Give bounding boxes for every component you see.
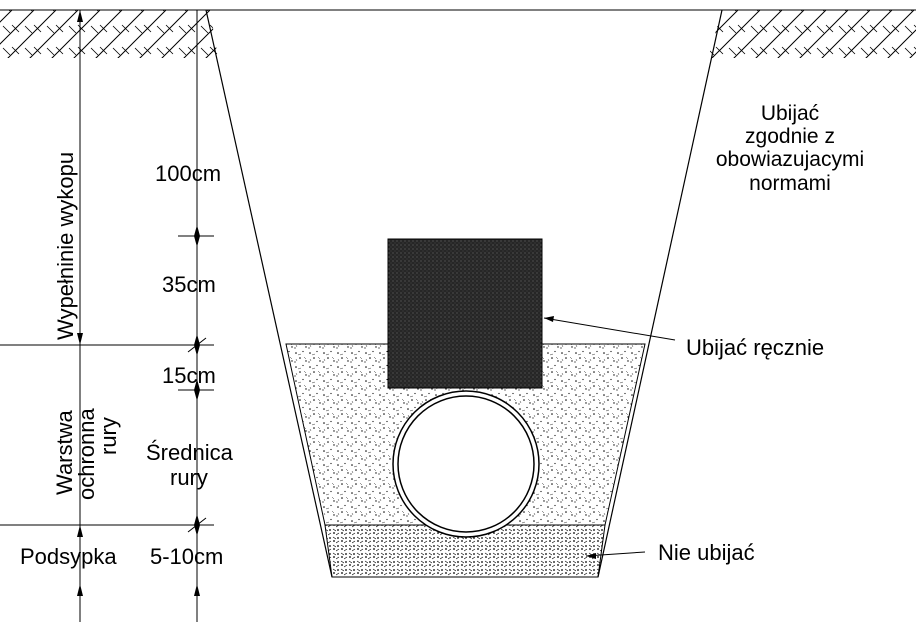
label-dim-35cm: 35cm [162,272,216,297]
leader-arrow-bedding [586,553,596,559]
label-compact-norms-4: normami [749,172,831,195]
trench-walls [205,9,723,578]
label-protective-layer-2: ochronna [74,407,99,500]
soil-hatch-right [708,10,916,58]
label-dim-100cm: 100cm [155,161,221,186]
trench-wall-left [205,9,333,578]
pipe [392,390,540,538]
label-bedding: Podsypka [20,544,117,569]
leader-arrow-hand [544,316,554,322]
hand-compaction-zone [387,238,543,389]
label-diameter-2: rury [170,465,208,490]
label-protective-layer-3: rury [96,417,121,455]
label-dim-bedding: 5-10cm [150,544,223,569]
label-compact-norms-1: Ubijać [761,102,819,125]
label-no-compact: Nie ubijać [658,540,755,565]
label-compact-norms-2: zgodnie z [745,125,835,148]
label-dim-15cm: 15cm [162,363,216,388]
ground-surface [0,9,916,58]
label-compact-norms-3: obowiazujacymi [716,148,864,171]
dimension-arrows [77,10,200,596]
label-trench-fill: Wypełninie wykopu [53,152,78,340]
label-diameter-1: Średnica [146,440,234,465]
left-dimensions [0,10,214,622]
trench-wall-right [597,9,723,578]
label-compact-manual: Ubijać ręcznie [686,335,824,360]
label-protective-layer-1: Warstwa [52,409,77,495]
soil-hatch-left [0,10,218,58]
bedding-layer [324,524,606,578]
